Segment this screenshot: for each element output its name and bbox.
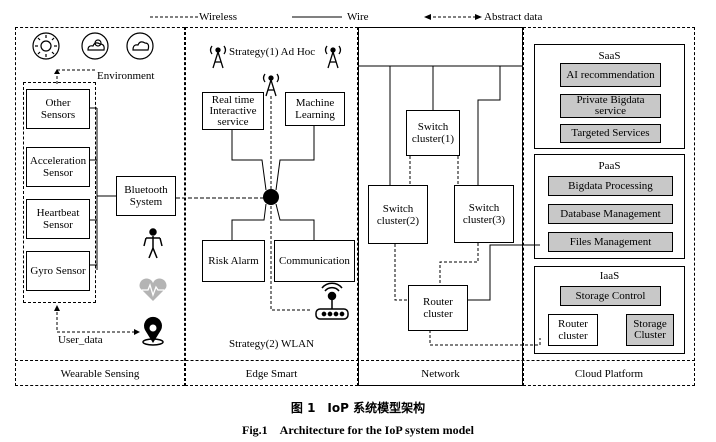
- router-to-cloud: [468, 244, 540, 301]
- edge-panel: [185, 27, 358, 386]
- cloud-panel: [523, 27, 695, 386]
- ml-to-hub: [275, 126, 315, 191]
- saas-item-ai: AI recommendation: [560, 63, 661, 87]
- switch-cluster-1: Switch cluster(1): [406, 110, 460, 156]
- strategy1-label: Strategy(1) Ad Hoc: [229, 46, 316, 58]
- user-data-arrow-up: [54, 305, 60, 311]
- hub-to-comm: [275, 203, 315, 240]
- cloud-icon: [126, 32, 154, 60]
- environment-label: Environment: [97, 70, 155, 82]
- sensor-other: Other Sensors: [26, 89, 90, 129]
- legend-abstract-arrow-right: [475, 14, 482, 20]
- sensor-group: [23, 82, 96, 303]
- footer-divider: [15, 360, 695, 361]
- hub-to-router: [270, 206, 310, 311]
- caption-chinese: 图 1 IoP 系统模型架构: [290, 401, 426, 415]
- switch-cluster-2: Switch cluster(2): [368, 185, 428, 244]
- legend-abstract-arrow-left: [424, 14, 431, 20]
- hub-node-icon: [263, 189, 279, 205]
- router-cluster-network: Router cluster: [408, 285, 468, 331]
- antenna-tower-icon: [209, 45, 342, 97]
- backbone-to-switch2: [360, 65, 391, 185]
- storage-control: Storage Control: [560, 286, 661, 306]
- wearable-footer: Wearable Sensing: [60, 368, 140, 380]
- user-data-arrow-right: [134, 329, 140, 335]
- paas-item-database: Database Management: [548, 204, 673, 224]
- caption-english: Fig.1 Architecture for the IoP system mo…: [242, 423, 474, 437]
- human-figure-icon: [143, 228, 163, 259]
- backbone-to-switch3: [477, 66, 501, 185]
- edge-footer: Edge Smart: [245, 368, 298, 380]
- location-pin-icon: [142, 316, 164, 346]
- sensor-heartbeat: Heartbeat Sensor: [26, 199, 90, 239]
- network-footer: Network: [421, 368, 460, 380]
- iaas-panel: [534, 266, 685, 354]
- strategy2-label: Strategy(2) WLAN: [228, 338, 315, 350]
- sensor-gyro: Gyro Sensor: [26, 251, 90, 291]
- paas-item-files: Files Management: [548, 232, 673, 252]
- legend-abstract: Abstract data: [484, 11, 543, 23]
- storage-cluster: Storage Cluster: [626, 314, 674, 346]
- bluetooth-system: Bluetooth System: [116, 176, 176, 216]
- hub-to-risk: [231, 203, 267, 240]
- paas-panel: [534, 154, 685, 259]
- machine-learning: Machine Learning: [285, 92, 345, 126]
- saas-item-bigdata: Private Bigdata service: [560, 94, 661, 118]
- router-to-iaas: [429, 330, 541, 346]
- router-cluster-cloud: Router cluster: [548, 314, 598, 346]
- paas-label: PaaS: [598, 160, 621, 172]
- realtime-to-hub: [231, 130, 267, 191]
- communication: Communication: [274, 240, 355, 282]
- sensor-acceleration: Acceleration Sensor: [26, 147, 90, 187]
- network-panel: [358, 27, 523, 386]
- cloud-sun-icon: [81, 32, 109, 60]
- user-data-label: User_data: [58, 334, 103, 346]
- realtime-service: Real time Interactive service: [202, 92, 264, 130]
- legend-wireless: Wireless: [199, 11, 238, 23]
- risk-alarm: Risk Alarm: [202, 240, 265, 282]
- switch2-to-router: [394, 244, 408, 301]
- cloud-footer: Cloud Platform: [574, 368, 644, 380]
- sun-icon: [32, 32, 60, 60]
- router-icon: [315, 282, 349, 320]
- saas-label: SaaS: [598, 50, 621, 62]
- saas-item-targeted: Targeted Services: [560, 124, 661, 143]
- legend-wire: Wire: [347, 11, 369, 23]
- environment-arrow: [54, 69, 60, 74]
- saas-panel: [534, 44, 685, 149]
- iaas-label: IaaS: [599, 270, 620, 282]
- heart-icon: [139, 278, 167, 301]
- paas-item-bigdata: Bigdata Processing: [548, 176, 673, 196]
- wearable-panel: [15, 27, 185, 386]
- switch3-to-router: [439, 243, 479, 285]
- switch-cluster-3: Switch cluster(3): [454, 185, 514, 243]
